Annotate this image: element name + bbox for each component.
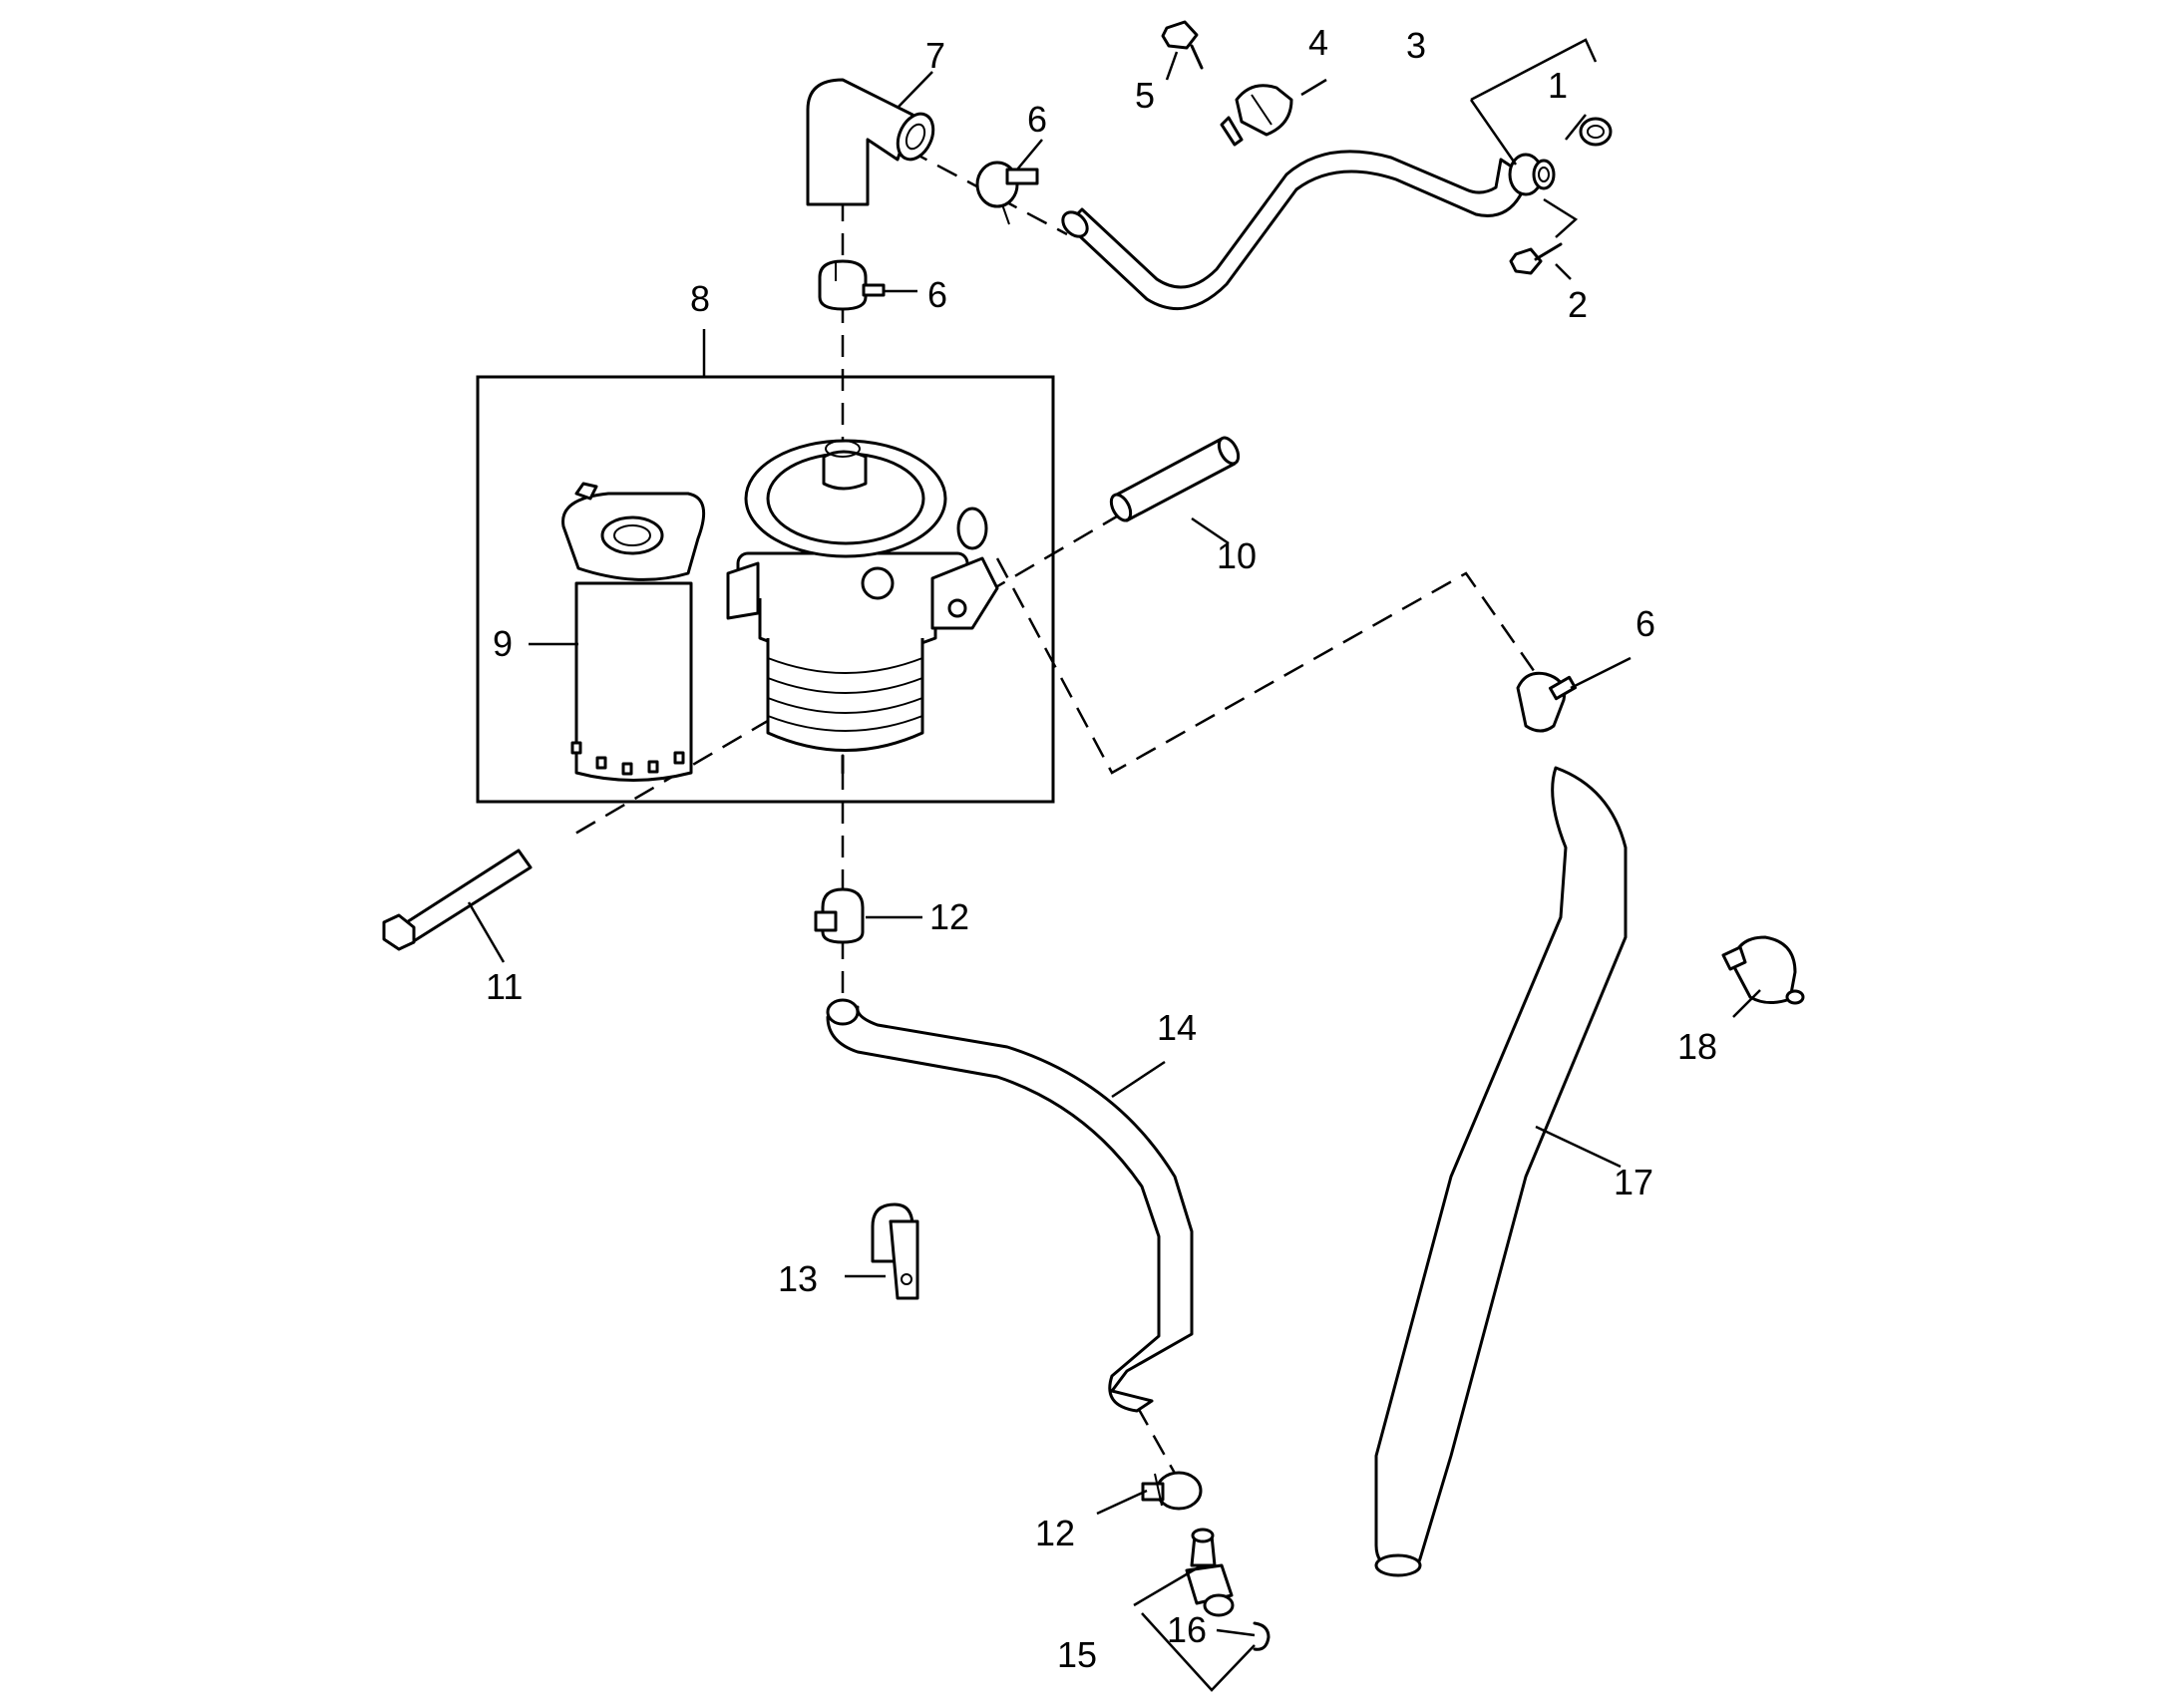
callout-labels: 1 2 3 4 5 6 6 6 7 8 9 10 11 12 12 13 14 … (486, 22, 1717, 1675)
oil-separator-assembly-icon (726, 439, 999, 775)
callout-6-top: 6 (1027, 99, 1047, 140)
callout-2: 2 (1568, 284, 1588, 325)
filter-element-icon (561, 482, 706, 782)
callout-1: 1 (1548, 65, 1568, 106)
connector-icon (1220, 84, 1293, 147)
callout-5: 5 (1135, 75, 1155, 116)
o-ring-icon (1579, 117, 1613, 147)
hose-icon (1374, 766, 1628, 1577)
callout-17: 17 (1614, 1162, 1653, 1202)
callout-14: 14 (1157, 1007, 1197, 1048)
assembly-lines (567, 148, 1548, 1487)
callout-13: 13 (778, 1258, 818, 1299)
callout-7: 7 (925, 35, 945, 76)
bolt-icon (1161, 20, 1204, 70)
hose-clamp-icon (1516, 671, 1578, 733)
hose-icon (1061, 150, 1556, 311)
hose-clamp-icon (1721, 935, 1805, 1005)
callout-10: 10 (1217, 535, 1257, 576)
long-bolt-icon (382, 849, 533, 951)
hose-clamp-icon (814, 887, 865, 944)
hose-icon (826, 998, 1194, 1413)
callout-8: 8 (690, 278, 710, 319)
callout-6-mid: 6 (927, 274, 947, 315)
callout-6-right: 6 (1635, 603, 1655, 644)
hose-clamp-icon (818, 259, 886, 311)
callout-18: 18 (1677, 1026, 1717, 1067)
callout-9: 9 (493, 623, 513, 664)
leader-lines (467, 38, 1761, 1692)
callout-12-bottom: 12 (1035, 1513, 1075, 1553)
callout-12-top: 12 (929, 896, 969, 937)
elbow-hose-icon (806, 78, 935, 206)
callout-16: 16 (1167, 1609, 1207, 1650)
bracket-clip-icon (871, 1202, 919, 1300)
fitting-icon (1185, 1528, 1235, 1617)
hose-clamp-icon (975, 161, 1039, 225)
sleeve-icon (1109, 436, 1241, 522)
callout-3: 3 (1406, 25, 1426, 66)
hose-clamp-icon (1141, 1471, 1203, 1511)
callout-4: 4 (1308, 22, 1328, 63)
o-ring-icon (1253, 1621, 1271, 1651)
bolt-icon (1509, 242, 1563, 275)
callout-15: 15 (1057, 1634, 1097, 1675)
assembly-frame (476, 375, 1055, 804)
callout-11: 11 (486, 966, 523, 1007)
